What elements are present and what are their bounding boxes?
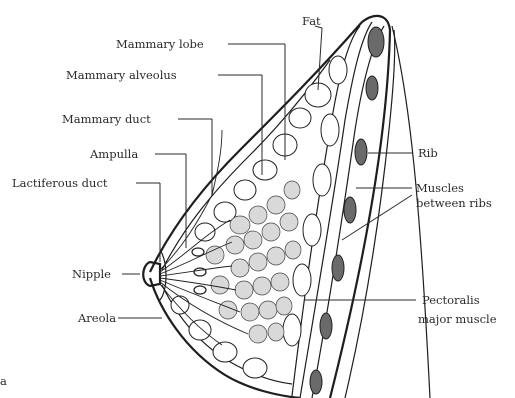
alveolus-cluster xyxy=(249,253,267,271)
alveolus-cluster xyxy=(241,303,259,321)
fat-lobule xyxy=(243,358,267,378)
label-rib: Rib xyxy=(418,146,438,160)
rib-3 xyxy=(355,139,367,165)
alveolus-cluster xyxy=(249,325,267,343)
alveolus-cluster xyxy=(249,206,267,224)
fat-lobule xyxy=(321,114,339,146)
alveolus-cluster xyxy=(226,236,244,254)
label-corner-letter: a xyxy=(0,374,7,388)
fat-lobule xyxy=(283,314,301,346)
ampulla-bulge xyxy=(194,286,206,294)
alveolus-cluster xyxy=(271,273,289,291)
alveolus-cluster xyxy=(235,281,253,299)
fat-lobule xyxy=(234,180,256,200)
fat-lobule xyxy=(213,342,237,362)
alveolus-cluster xyxy=(253,277,271,295)
label-areola: Areola xyxy=(77,311,116,325)
fat-lobule xyxy=(303,214,321,246)
alveolus-cluster xyxy=(231,259,249,277)
fat-lobule xyxy=(329,56,347,84)
fat-lobule xyxy=(313,164,331,196)
label-lactiferous-duct: Lactiferous duct xyxy=(12,176,108,190)
alveolus-cluster xyxy=(244,231,262,249)
label-mammary-alveolus: Mammary alveolus xyxy=(66,68,177,82)
ampulla-bulge xyxy=(192,248,204,256)
alveolus-cluster xyxy=(259,301,277,319)
label-mammary-lobe: Mammary lobe xyxy=(116,37,204,51)
alveolus-cluster xyxy=(285,241,301,259)
alveolus-cluster xyxy=(262,223,280,241)
alveolus-cluster xyxy=(230,216,250,234)
alveolus-cluster xyxy=(206,246,224,264)
rib-2 xyxy=(366,76,378,100)
label-pectoralis-line2: major muscle xyxy=(418,312,497,326)
label-ampulla: Ampulla xyxy=(89,147,138,161)
label-muscles-line1: Muscles xyxy=(416,181,464,195)
duct xyxy=(160,220,230,272)
fat-lobule xyxy=(289,108,311,128)
rib-6 xyxy=(320,313,332,339)
label-nipple: Nipple xyxy=(72,267,111,281)
alveolus-cluster xyxy=(211,276,229,294)
label-mammary-duct: Mammary duct xyxy=(62,112,151,126)
outer-skin-line xyxy=(392,26,430,398)
alveolus-cluster xyxy=(268,323,284,341)
leader-fat-down xyxy=(318,28,322,90)
fat-lobule xyxy=(253,160,277,180)
alveolus-cluster xyxy=(284,181,300,199)
rib-5 xyxy=(332,255,344,281)
fat-lobule xyxy=(171,296,189,314)
label-muscles-line2: between ribs xyxy=(416,196,492,210)
rib-1 xyxy=(368,27,384,57)
alveolus-cluster xyxy=(267,247,285,265)
alveolus-cluster xyxy=(267,196,285,214)
alveolus-cluster xyxy=(280,213,298,231)
fat-lobule xyxy=(189,320,211,340)
alveolus-cluster xyxy=(276,297,292,315)
label-fat: Fat xyxy=(302,14,321,28)
labels: Fat Mammary lobe Mammary alveolus Mammar… xyxy=(0,14,497,388)
label-pectoralis-line1: Pectoralis xyxy=(422,293,480,307)
ampulla-bulge xyxy=(194,268,206,276)
fat-lobule xyxy=(293,264,311,296)
rib-4 xyxy=(344,197,356,223)
rib-7 xyxy=(310,370,322,394)
